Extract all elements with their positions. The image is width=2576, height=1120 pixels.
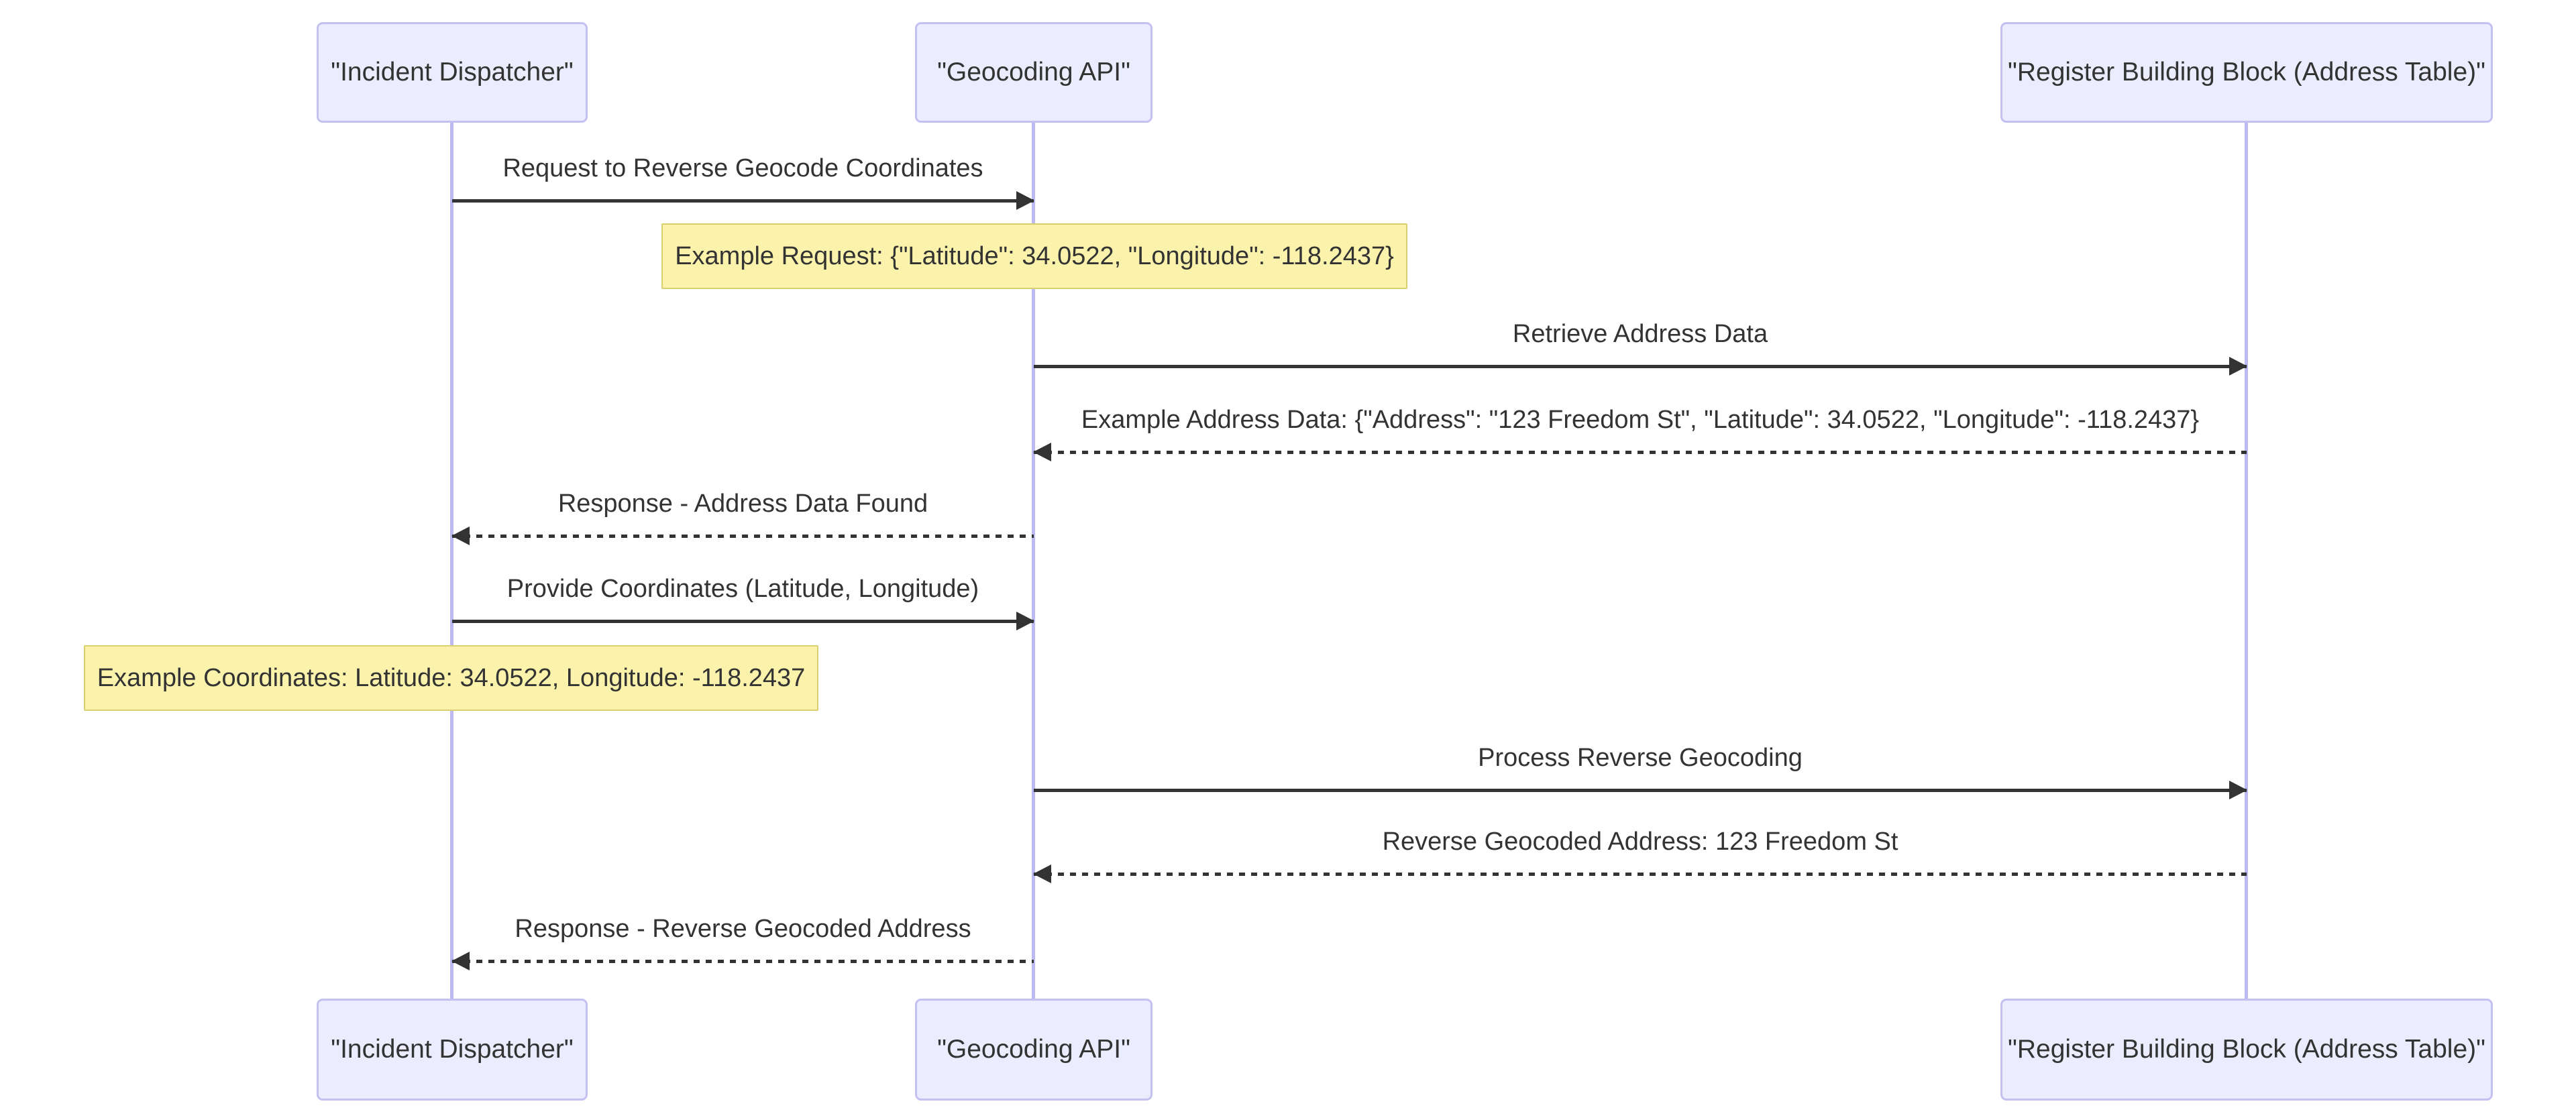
lifeline-register-building-block xyxy=(2245,123,2248,999)
arrowhead-icon xyxy=(1033,443,1051,461)
message-line xyxy=(1034,789,2247,792)
message-request-reverse-geocode: Request to Reverse Geocode Coordinates xyxy=(452,151,1034,210)
message-line xyxy=(452,199,1034,203)
actor-label: "Register Building Block (Address Table)… xyxy=(2008,58,2485,87)
actor-box-top-geocoding-api: "Geocoding API" xyxy=(915,22,1152,123)
message-label: Example Address Data: {"Address": "123 F… xyxy=(1081,406,2200,434)
arrowhead-icon xyxy=(451,952,470,970)
actor-label: "Incident Dispatcher" xyxy=(331,58,574,87)
arrowhead-icon xyxy=(2229,357,2247,376)
message-line xyxy=(1034,873,2247,876)
message-label: Request to Reverse Geocode Coordinates xyxy=(502,154,983,182)
arrowhead-icon xyxy=(451,526,470,545)
note-label: Example Coordinates: Latitude: 34.0522, … xyxy=(97,663,806,692)
message-line xyxy=(452,535,1034,538)
actor-label: "Incident Dispatcher" xyxy=(331,1035,574,1064)
arrowhead-icon xyxy=(1033,864,1051,883)
message-response-address-data-found: Response - Address Data Found xyxy=(451,486,1034,545)
lifeline-geocoding-api xyxy=(1032,123,1035,999)
message-label: Provide Coordinates (Latitude, Longitude… xyxy=(506,575,979,603)
actor-label: "Geocoding API" xyxy=(937,1035,1130,1064)
message-line xyxy=(452,620,1034,623)
actor-box-bottom-register-building-block: "Register Building Block (Address Table)… xyxy=(2000,999,2493,1101)
actor-box-top-incident-dispatcher: "Incident Dispatcher" xyxy=(317,22,588,123)
message-process-reverse-geocoding: Process Reverse Geocoding xyxy=(1034,740,2247,799)
message-response-reverse-geocoded-address: Response - Reverse Geocoded Address xyxy=(451,911,1034,970)
message-label: Process Reverse Geocoding xyxy=(1478,744,1803,772)
message-reverse-geocoded-address: Reverse Geocoded Address: 123 Freedom St xyxy=(1033,824,2247,883)
arrowhead-icon xyxy=(2229,781,2247,799)
message-retrieve-address-data: Retrieve Address Data xyxy=(1034,317,2247,376)
message-line xyxy=(452,960,1034,963)
message-label: Reverse Geocoded Address: 123 Freedom St xyxy=(1382,828,1898,856)
note-example-coordinates: Example Coordinates: Latitude: 34.0522, … xyxy=(84,645,818,711)
message-line xyxy=(1034,451,2247,454)
message-label: Response - Address Data Found xyxy=(557,490,928,518)
message-line xyxy=(1034,365,2247,368)
actor-label: "Geocoding API" xyxy=(937,58,1130,87)
actor-box-bottom-geocoding-api: "Geocoding API" xyxy=(915,999,1152,1101)
arrowhead-icon xyxy=(1016,612,1034,630)
arrowhead-icon xyxy=(1016,191,1034,210)
actor-label: "Register Building Block (Address Table)… xyxy=(2008,1035,2485,1064)
message-label: Response - Reverse Geocoded Address xyxy=(515,915,971,943)
note-label: Example Request: {"Latitude": 34.0522, "… xyxy=(675,241,1394,270)
lifeline-incident-dispatcher xyxy=(450,123,453,999)
note-example-request: Example Request: {"Latitude": 34.0522, "… xyxy=(661,223,1407,289)
message-provide-coordinates: Provide Coordinates (Latitude, Longitude… xyxy=(452,571,1034,630)
actor-box-top-register-building-block: "Register Building Block (Address Table)… xyxy=(2000,22,2493,123)
actor-box-bottom-incident-dispatcher: "Incident Dispatcher" xyxy=(317,999,588,1101)
message-example-address-data: Example Address Data: {"Address": "123 F… xyxy=(1033,402,2247,461)
message-label: Retrieve Address Data xyxy=(1512,320,1768,348)
